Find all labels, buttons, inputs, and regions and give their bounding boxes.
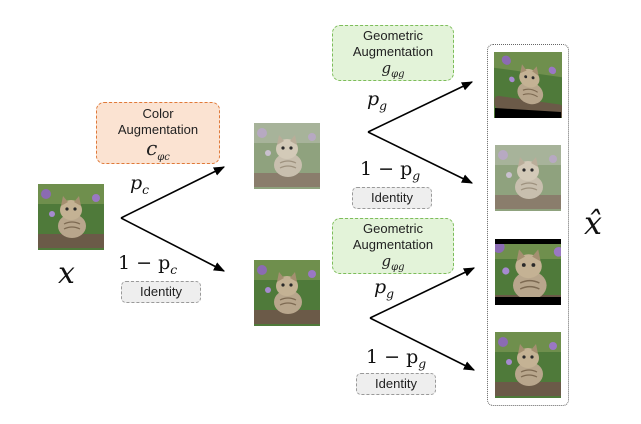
prob-p-g-bottom: pg (374, 276, 395, 301)
arrow-identity-branch (120, 217, 225, 272)
input-image (38, 184, 104, 250)
geo-aug-bottom-symbol: gφg (381, 252, 405, 273)
prob-one-minus-p-g-bottom: 1 − pg (366, 346, 427, 371)
kitten-photo-icon (495, 332, 561, 398)
output-image-2 (495, 145, 561, 211)
output-label-x-hat: x̂ (584, 204, 603, 242)
input-label-x: x (58, 256, 75, 291)
color-augmented-image (254, 123, 320, 189)
identity-box-left: Identity (121, 281, 201, 303)
kitten-photo-icon (254, 260, 320, 326)
arrow-geo-top-branch (367, 81, 474, 133)
geo-aug-top-line2: Augmentation (352, 44, 434, 59)
kitten-photo-icon (254, 123, 320, 189)
geo-aug-bottom-line1: Geometric (363, 221, 423, 236)
output-stack (487, 44, 569, 406)
output-image-4 (495, 332, 561, 398)
color-augmentation-box: Color Augmentation cφc (96, 102, 220, 164)
color-aug-line1: Color (142, 106, 174, 121)
prob-one-minus-p-c: 1 − pc (118, 252, 178, 277)
identity-box-top-right: Identity (352, 187, 432, 209)
kitten-photo-icon (38, 184, 104, 250)
prob-p-g-top: pg (367, 88, 388, 113)
arrow-color-branch (120, 166, 226, 219)
identity-image (254, 260, 320, 326)
kitten-photo-icon (495, 145, 561, 211)
arrow-geo-bottom-branch (369, 267, 476, 319)
prob-one-minus-p-g-top: 1 − pg (360, 158, 421, 183)
geometric-augmentation-box-bottom: Geometric Augmentation gφg (332, 218, 454, 274)
geometric-augmentation-box-top: Geometric Augmentation gφg (332, 25, 454, 81)
color-aug-line2: Augmentation (117, 122, 199, 137)
output-image-1 (494, 52, 562, 118)
geo-aug-top-line1: Geometric (363, 28, 423, 43)
geo-aug-top-symbol: gφg (381, 59, 405, 80)
kitten-photo-icon (495, 239, 561, 305)
prob-p-c: pc (130, 172, 150, 197)
kitten-photo-icon (494, 52, 562, 118)
identity-box-bottom-right: Identity (356, 373, 436, 395)
output-image-3 (495, 239, 561, 305)
arrow-id-top-branch (367, 131, 474, 184)
geo-aug-bottom-line2: Augmentation (352, 237, 434, 252)
arrow-id-bottom-branch (369, 317, 476, 371)
color-aug-symbol: cφc (146, 136, 170, 163)
